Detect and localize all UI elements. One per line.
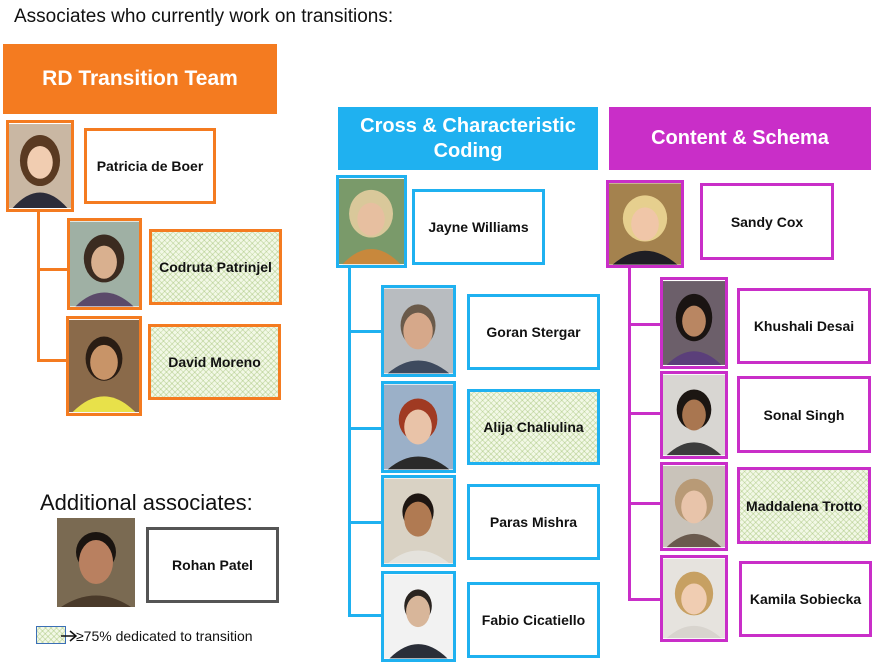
person-photo-icon: [384, 384, 453, 470]
content-connector-branch-1: [628, 323, 660, 326]
member-box-sonal-singh: Sonal Singh: [737, 376, 871, 453]
person-photo-icon: [663, 558, 725, 639]
member-box-rohan-patel: Rohan Patel: [146, 527, 279, 603]
member-name: Kamila Sobiecka: [749, 591, 862, 607]
avatar-khushali-desai: [660, 277, 728, 369]
person-photo-icon: [663, 465, 725, 548]
cross-connector-branch-4: [348, 614, 382, 617]
member-name: Khushali Desai: [753, 318, 855, 334]
member-name: Rohan Patel: [172, 557, 253, 573]
content-connector-branch-4: [628, 598, 660, 601]
content-connector-branch-2: [628, 412, 660, 415]
avatar-rohan-patel: [57, 518, 135, 607]
member-box-david-moreno: David Moreno: [148, 324, 281, 400]
person-photo-icon: [609, 183, 681, 265]
person-photo-icon: [9, 124, 71, 208]
person-photo-icon: [384, 574, 453, 659]
content-connector-vertical: [628, 266, 631, 601]
member-box-kamila-sobiecka: Kamila Sobiecka: [739, 561, 872, 637]
member-name: Codruta Patrinjel: [159, 259, 272, 275]
member-name: David Moreno: [168, 354, 261, 370]
avatar-sandy-cox: [606, 180, 684, 268]
cross-team-title: Cross & Characteristic Coding: [360, 114, 576, 162]
avatar-sonal-singh: [660, 371, 728, 459]
rd-connector-vertical: [37, 210, 40, 362]
legend-text: ≥75% dedicated to transition: [76, 628, 253, 644]
person-photo-icon: [663, 374, 725, 456]
person-photo-icon: [384, 478, 453, 564]
member-box-goran-stergar: Goran Stergar: [467, 294, 600, 370]
avatar-kamila-sobiecka: [660, 555, 728, 642]
person-photo-icon: [57, 518, 135, 607]
member-box-codruta-patrinjel: Codruta Patrinjel: [149, 229, 282, 305]
person-photo-icon: [70, 221, 139, 307]
avatar-fabio-cicatiello: [381, 571, 456, 662]
member-box-khushali-desai: Khushali Desai: [737, 288, 871, 364]
person-photo-icon: [663, 281, 725, 365]
content-connector-branch-3: [628, 502, 660, 505]
content-team-header: Content & Schema: [609, 107, 871, 170]
rd-team-title: RD Transition Team: [42, 66, 238, 90]
avatar-codruta-patrinjel: [67, 218, 142, 310]
avatar-maddalena-trotto: [660, 462, 728, 551]
member-name: Jayne Williams: [428, 219, 529, 235]
member-name: Sonal Singh: [763, 406, 845, 423]
additional-associates-title: Additional associates:: [40, 490, 253, 515]
member-box-patricia-de-boer: Patricia de Boer: [84, 128, 216, 204]
cross-connector-vertical: [348, 266, 351, 616]
person-photo-icon: [339, 178, 404, 265]
cross-connector-branch-2: [348, 427, 382, 430]
person-photo-icon: [384, 288, 453, 374]
intro-text: Associates who currently work on transit…: [14, 6, 394, 27]
member-name: Maddalena Trotto: [746, 497, 862, 514]
arrow-right-icon: [61, 630, 78, 642]
member-box-maddalena-trotto: Maddalena Trotto: [737, 467, 871, 544]
member-name: Patricia de Boer: [96, 158, 204, 174]
cross-team-header: Cross & Characteristic Coding: [338, 107, 598, 170]
member-name: Alija Chaliulina: [483, 419, 584, 435]
avatar-jayne-williams: [336, 175, 407, 268]
avatar-paras-mishra: [381, 475, 456, 567]
member-name: Paras Mishra: [489, 514, 578, 530]
member-box-jayne-williams: Jayne Williams: [412, 189, 545, 265]
member-box-alija-chaliulina: Alija Chaliulina: [467, 389, 600, 465]
member-name: Goran Stergar: [486, 324, 581, 340]
avatar-david-moreno: [66, 316, 142, 416]
legend-hatched-swatch: [36, 626, 66, 644]
member-box-fabio-cicatiello: Fabio Cicatiello: [467, 582, 600, 658]
person-photo-icon: [69, 319, 139, 413]
avatar-patricia-de-boer: [6, 120, 74, 212]
rd-team-header: RD Transition Team: [3, 44, 277, 114]
rd-connector-branch-1: [37, 268, 67, 271]
member-box-sandy-cox: Sandy Cox: [700, 183, 834, 260]
cross-connector-branch-1: [348, 330, 382, 333]
rd-connector-branch-2: [37, 359, 67, 362]
cross-connector-branch-3: [348, 521, 382, 524]
member-name: Fabio Cicatiello: [481, 612, 586, 628]
avatar-goran-stergar: [381, 285, 456, 377]
member-box-paras-mishra: Paras Mishra: [467, 484, 600, 560]
avatar-alija-chaliulina: [381, 381, 456, 473]
member-name: Sandy Cox: [730, 213, 804, 230]
content-team-title: Content & Schema: [651, 127, 829, 149]
